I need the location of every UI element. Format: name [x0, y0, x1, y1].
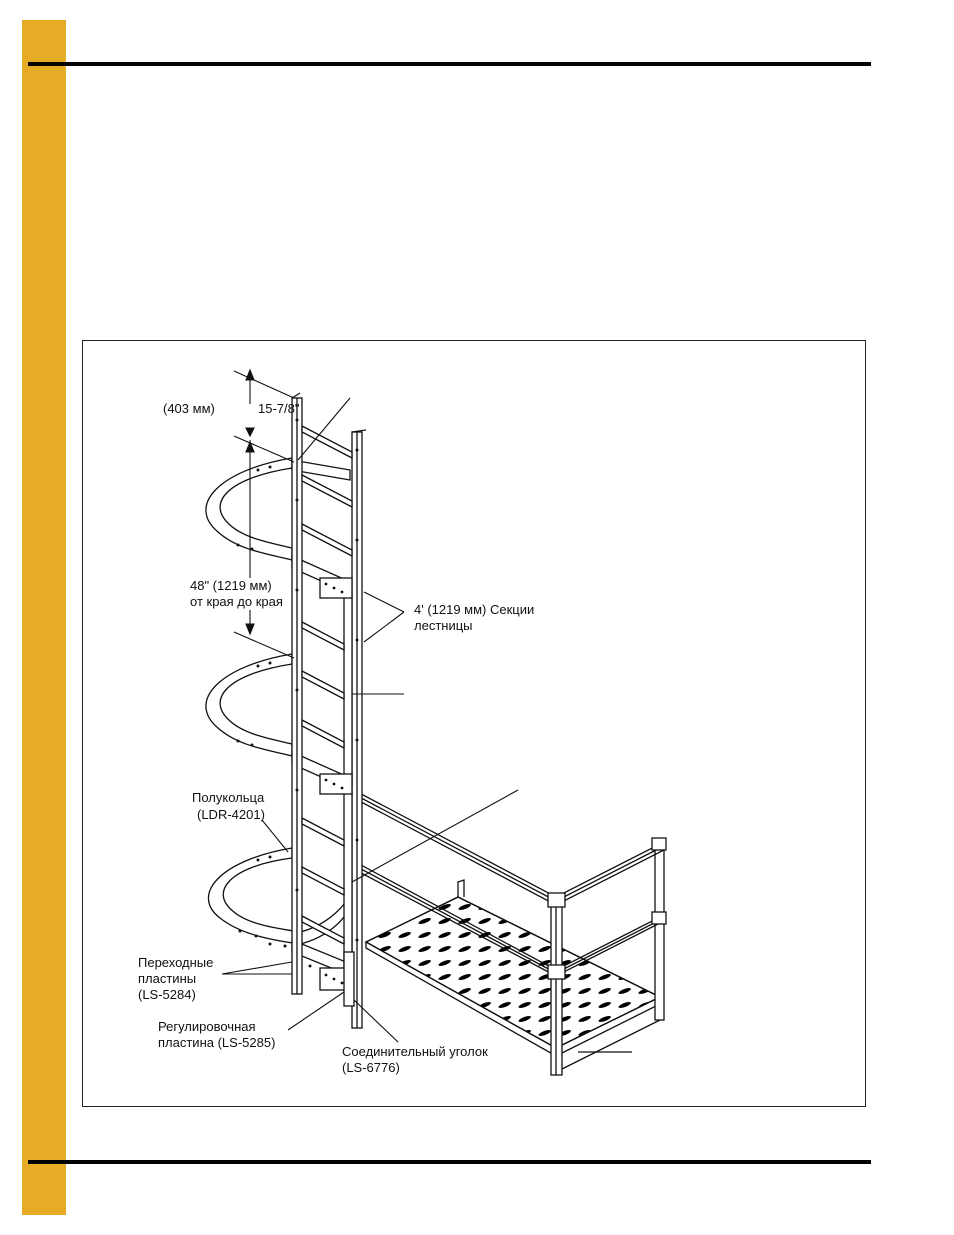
corner-angle-label: Соединительный уголок — [342, 1044, 488, 1059]
edge-to-edge-sublabel: от края до края — [190, 594, 283, 609]
half-rings-label: Полукольца — [192, 790, 265, 805]
rear-post — [655, 840, 664, 1020]
spacing-in-label: 15-7/8" — [258, 401, 300, 416]
ladder-sections-label: 4' (1219 мм) Секции — [414, 602, 534, 617]
adjust-plate-part-label: пластина (LS-5285) — [158, 1035, 275, 1050]
transition-plates-part-label: (LS-5284) — [138, 987, 196, 1002]
ladder-sections-sublabel: лестницы — [414, 618, 473, 633]
transition-plates-sublabel: пластины — [138, 971, 196, 986]
edge-to-edge-label: 48" (1219 мм) — [190, 578, 272, 593]
platform — [345, 787, 666, 1075]
half-rings-part-label: (LDR-4201) — [197, 807, 265, 822]
adjust-plate-label: Регулировочная — [158, 1019, 256, 1034]
transition-plates-label: Переходные — [138, 955, 213, 970]
cage-hoops — [206, 458, 352, 974]
spacing-mm-label: (403 мм) — [163, 401, 215, 416]
corner-angle-part-label: (LS-6776) — [342, 1060, 400, 1075]
